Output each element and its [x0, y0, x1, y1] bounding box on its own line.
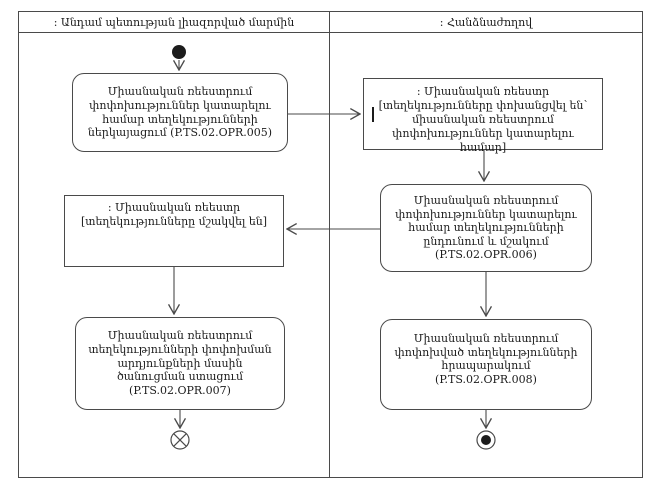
swimlane-title-right: : Հանձնաժողով	[439, 15, 533, 29]
action-node-label: Միասնական ռեեստրում տեղեկությունների փոփ…	[88, 329, 272, 397]
object-node-register-transferred: : Միասնական ռեեստր [տեղեկությունները փոխ…	[363, 78, 603, 154]
action-node-opr-008: Միասնական ռեեստրում փոփոխված տեղեկությու…	[380, 319, 592, 410]
swimlane-header-left: : Անդամ պետության լիազորված մարմին	[18, 11, 330, 33]
object-node-label: : Միասնական ռեեստր [տեղեկությունները մշա…	[80, 201, 268, 229]
swimlane-title-left: : Անդամ պետության լիազորված մարմին	[53, 15, 295, 29]
object-node-register-processed: : Միասնական ռեեստր [տեղեկությունները մշա…	[64, 195, 284, 267]
object-node-pin	[372, 107, 374, 122]
action-node-label: Միասնական ռեեստրում փոփոխված տեղեկությու…	[394, 332, 578, 386]
action-node-opr-007: Միասնական ռեեստրում տեղեկությունների փոփ…	[75, 317, 285, 410]
action-node-label: Միասնական ռեեստրում փոփոխություններ կատա…	[395, 193, 577, 262]
action-node-opr-006: Միասնական ռեեստրում փոփոխություններ կատա…	[380, 184, 592, 272]
action-node-opr-005: Միասնական ռեեստրում փոփոխություններ կատա…	[72, 73, 288, 152]
swimlane-header-right: : Հանձնաժողով	[329, 11, 643, 33]
action-node-label: Միասնական ռեեստրում փոփոխություններ կատա…	[87, 85, 273, 140]
object-node-label: : Միասնական ռեեստր [տեղեկությունները փոխ…	[378, 85, 588, 155]
